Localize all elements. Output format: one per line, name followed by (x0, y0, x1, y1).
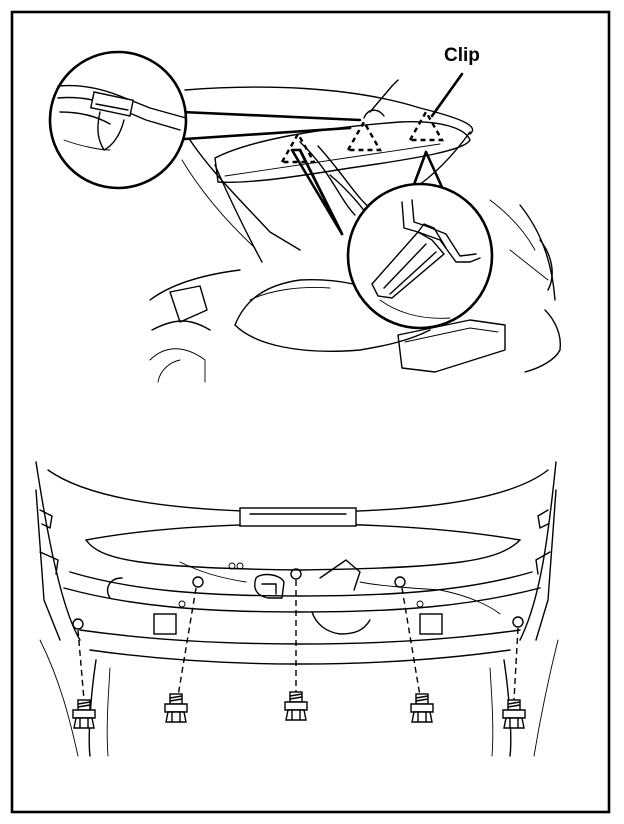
clip-detail-bubble-left (48, 50, 362, 190)
bolt-1 (72, 699, 96, 729)
bolt-4 (410, 693, 434, 723)
clip-detail-bubble-right (290, 148, 494, 330)
bolt-3 (284, 691, 308, 721)
clip-marker-left (279, 131, 317, 164)
clip-marker-right (407, 109, 445, 142)
bolt-holes (72, 562, 524, 630)
clip-location-markers (279, 109, 445, 164)
clip-callout-label: Clip (444, 45, 480, 66)
bolt-alignment-lines (77, 580, 519, 701)
bolt-5 (502, 699, 526, 729)
figure-frame (10, 10, 611, 814)
clip-marker-center (345, 119, 383, 152)
bolt-2 (164, 693, 188, 723)
clip-leader-line (430, 72, 464, 118)
tailgate-bolts (72, 691, 526, 729)
